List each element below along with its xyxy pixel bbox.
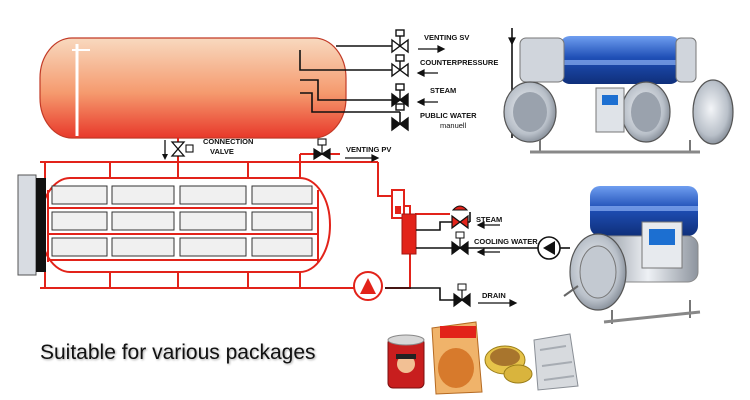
arrow-icon xyxy=(162,154,168,160)
label-counterpressure: COUNTERPRESSURE xyxy=(420,58,498,67)
label-steam-mid: STEAM xyxy=(476,215,502,224)
valve-icon xyxy=(391,83,409,108)
label-drain: DRAIN xyxy=(482,291,506,300)
label-steam-top: STEAM xyxy=(430,86,456,95)
package-chicken-pouch-image xyxy=(431,321,483,395)
valve-icon xyxy=(170,141,186,157)
package-tin-image xyxy=(484,345,533,384)
valve-icon xyxy=(391,29,409,54)
storage-tank xyxy=(39,37,347,139)
retort-machine-image xyxy=(503,36,734,154)
arrow-icon xyxy=(345,154,380,162)
caption-text: Suitable for various packages xyxy=(40,341,316,364)
heat-exchanger xyxy=(391,189,417,255)
label-cooling-water: COOLING WATER xyxy=(474,237,538,246)
arrow-icon xyxy=(416,37,516,106)
valve-icon xyxy=(451,205,469,230)
label-connection: CONNECTION xyxy=(203,137,253,146)
valve-icon xyxy=(391,103,409,132)
retort-machine-image xyxy=(563,186,701,324)
package-can-image xyxy=(387,334,425,389)
package-foil-bag-image xyxy=(533,333,579,391)
valve-icon xyxy=(312,138,340,161)
retort-vessel xyxy=(17,174,331,276)
label-valve: VALVE xyxy=(210,147,234,156)
pump-icon xyxy=(537,236,570,260)
arrow-icon xyxy=(476,221,518,307)
label-venting-sv: VENTING SV xyxy=(424,33,469,42)
label-venting-pv: VENTING PV xyxy=(346,145,391,154)
pump-icon xyxy=(353,271,383,301)
valve-icon xyxy=(391,54,409,78)
connection-valve xyxy=(162,138,194,162)
valve-icon xyxy=(451,231,469,256)
valve-icon xyxy=(453,283,471,308)
label-manuell: manuell xyxy=(440,121,467,130)
label-public-water: PUBLIC WATER xyxy=(420,111,477,120)
